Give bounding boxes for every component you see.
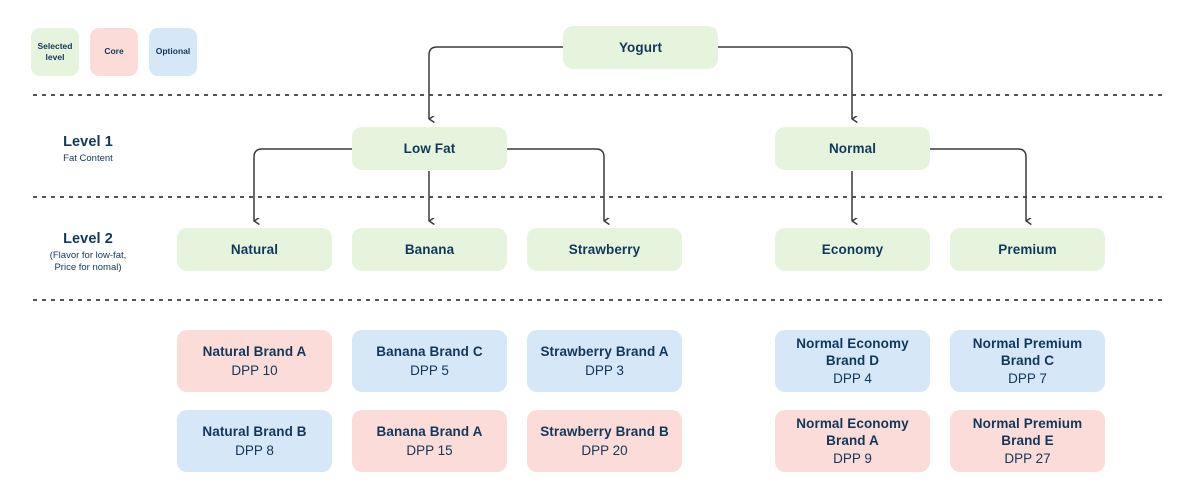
product-dpp: DPP 4 <box>833 371 872 387</box>
legend-item-core: Core <box>90 28 138 76</box>
product-name: Normal Economy Brand A <box>796 415 909 448</box>
product-dpp: DPP 7 <box>1008 371 1047 387</box>
product-card[interactable]: Strawberry Brand B DPP 20 <box>527 410 682 472</box>
node-premium[interactable]: Premium <box>950 228 1105 271</box>
product-dpp: DPP 27 <box>1004 451 1051 467</box>
product-name: Natural Brand B <box>202 424 307 440</box>
level-label-1: Level 1 Fat Content <box>28 134 148 165</box>
node-strawberry-label: Strawberry <box>568 241 641 257</box>
product-card[interactable]: Banana Brand A DPP 15 <box>352 410 507 472</box>
product-card[interactable]: Banana Brand C DPP 5 <box>352 330 507 392</box>
product-dpp: DPP 10 <box>231 362 278 378</box>
product-dpp: DPP 15 <box>406 442 453 458</box>
node-premium-label: Premium <box>998 241 1057 257</box>
product-name: Strawberry Brand B <box>540 424 669 440</box>
legend-item-selected-level: Selected level <box>31 28 79 76</box>
legend-item-optional: Optional <box>149 28 197 76</box>
legend-label-selected-level: Selected level <box>37 40 73 62</box>
product-dpp: DPP 8 <box>235 442 274 458</box>
node-natural-label: Natural <box>230 241 279 257</box>
node-economy-label: Economy <box>821 241 884 257</box>
node-normal[interactable]: Normal <box>775 127 930 170</box>
level-1-title: Level 1 <box>63 134 113 150</box>
level-2-subtitle: (Flavor for low-fat, Price for nomal) <box>49 250 127 274</box>
node-banana[interactable]: Banana <box>352 228 507 271</box>
node-normal-label: Normal <box>828 140 877 156</box>
node-yogurt-label: Yogurt <box>618 39 663 55</box>
node-low-fat[interactable]: Low Fat <box>352 127 507 170</box>
node-natural[interactable]: Natural <box>177 228 332 271</box>
legend-label-optional: Optional <box>155 46 191 57</box>
product-card[interactable]: Strawberry Brand A DPP 3 <box>527 330 682 392</box>
product-name: Normal Premium Brand E <box>972 415 1083 448</box>
node-low-fat-label: Low Fat <box>403 140 456 156</box>
product-card[interactable]: Natural Brand B DPP 8 <box>177 410 332 472</box>
product-name: Banana Brand C <box>376 344 483 360</box>
product-name: Normal Premium Brand C <box>972 335 1083 368</box>
product-dpp: DPP 9 <box>833 451 872 467</box>
product-name: Banana Brand A <box>376 424 483 440</box>
product-dpp: DPP 3 <box>585 362 624 378</box>
level-1-subtitle: Fat Content <box>63 153 113 164</box>
product-card[interactable]: Normal Premium Brand C DPP 7 <box>950 330 1105 392</box>
node-economy[interactable]: Economy <box>775 228 930 271</box>
level-label-2: Level 2 (Flavor for low-fat, Price for n… <box>28 231 148 275</box>
product-card[interactable]: Normal Economy Brand A DPP 9 <box>775 410 930 472</box>
node-yogurt[interactable]: Yogurt <box>563 26 718 69</box>
product-card[interactable]: Normal Premium Brand E DPP 27 <box>950 410 1105 472</box>
node-banana-label: Banana <box>404 241 455 257</box>
product-dpp: DPP 20 <box>581 442 628 458</box>
product-name: Normal Economy Brand D <box>796 335 909 368</box>
product-name: Strawberry Brand A <box>540 344 669 360</box>
product-card[interactable]: Normal Economy Brand D DPP 4 <box>775 330 930 392</box>
level-2-title: Level 2 <box>63 231 113 247</box>
product-dpp: DPP 5 <box>410 362 449 378</box>
node-strawberry[interactable]: Strawberry <box>527 228 682 271</box>
legend-label-core: Core <box>104 46 124 57</box>
product-name: Natural Brand A <box>202 344 307 360</box>
product-card[interactable]: Natural Brand A DPP 10 <box>177 330 332 392</box>
